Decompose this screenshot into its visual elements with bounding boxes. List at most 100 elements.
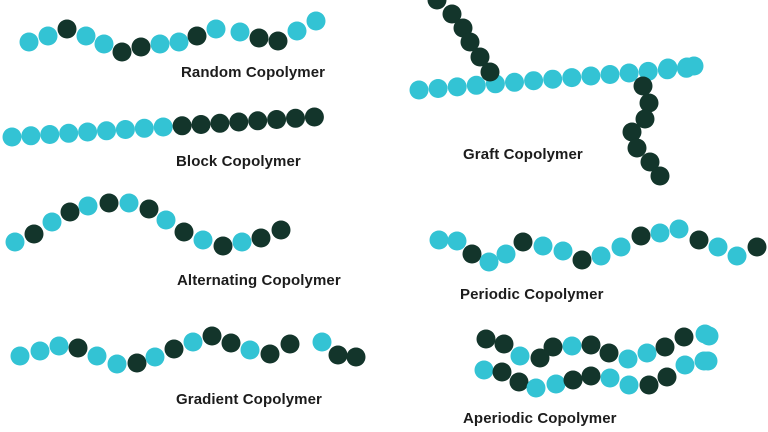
periodic-bead-a-1 (447, 231, 467, 251)
periodic-bead-a-0 (429, 230, 449, 250)
block-bead-a-5 (97, 121, 116, 141)
gradient-bead-b-8 (164, 339, 184, 359)
periodic-copolymer-label: Periodic Copolymer (460, 286, 604, 303)
block-bead-b-16 (304, 107, 324, 127)
random-bead-a-7 (150, 34, 170, 54)
periodic-bead-b-17 (747, 237, 767, 257)
alternating-bead-b-7 (139, 199, 159, 219)
aperiodic-bottom-bead-b-6 (581, 366, 601, 386)
aperiodic-top-bead-b-4 (543, 337, 563, 357)
graft-branch-top-bead-b-3 (460, 32, 480, 52)
random-copolymer-label: Random Copolymer (181, 64, 326, 81)
block-bead-a-0 (2, 127, 22, 147)
block-copolymer-label: Block Copolymer (176, 153, 301, 170)
random-bead-a-14 (287, 21, 307, 41)
graft-branch-bottom-bead-b-4 (627, 138, 647, 158)
gradient-bead-b-16 (328, 345, 348, 365)
block-bead-a-7 (134, 118, 154, 138)
aperiodic-bottom-bead-b-1 (492, 362, 512, 382)
graft-backbone-bead-a-11 (619, 63, 639, 83)
graft-backbone-bead-a-10 (600, 65, 620, 84)
block-bead-a-3 (59, 123, 79, 143)
periodic-bead-b-8 (572, 250, 592, 270)
random-bead-a-10 (206, 19, 226, 39)
block-bead-b-14 (267, 110, 287, 129)
random-bead-b-9 (187, 26, 207, 46)
aperiodic-bottom-bead-b-2 (509, 372, 529, 392)
aperiodic-bottom-bead-a-8 (619, 375, 639, 395)
graft-branch-top-bead-b-1 (442, 4, 462, 24)
gradient-bead-b-6 (127, 353, 147, 373)
aperiodic-top-bead-b-0 (476, 329, 496, 349)
block-bead-a-1 (21, 126, 41, 146)
alternating-bead-b-5 (99, 193, 119, 213)
periodic-bead-a-9 (591, 246, 611, 266)
aperiodic-top-bead-a-9 (637, 343, 657, 363)
graft-backbone-bead-a-5 (505, 72, 524, 92)
block-bead-a-2 (40, 125, 60, 144)
graft-branch-bottom-bead-b-1 (639, 93, 659, 113)
gradient-bead-a-1 (30, 341, 50, 361)
random-bead-a-1 (38, 26, 58, 46)
random-bead-b-12 (249, 28, 269, 48)
block-bead-b-11 (210, 113, 230, 133)
aperiodic-top-bead-a-2 (510, 346, 530, 366)
alternating-bead-b-3 (60, 202, 80, 222)
alternating-bead-a-2 (42, 212, 62, 232)
aperiodic-bottom-bead-a-13 (698, 351, 718, 371)
alternating-bead-b-14 (271, 220, 291, 240)
periodic-bead-a-16 (727, 246, 747, 266)
aperiodic-top-bead-b-1 (494, 334, 514, 354)
graft-branch-top-bead-b-4 (470, 47, 490, 67)
random-bead-a-0 (19, 32, 39, 52)
graft-branch-bottom-bead-b-0 (633, 76, 653, 96)
aperiodic-top-bead-b-3 (530, 348, 550, 368)
random-bead-b-13 (268, 31, 288, 51)
random-bead-b-2 (57, 19, 77, 39)
periodic-bead-b-5 (513, 232, 533, 252)
aperiodic-copolymer-label: Aperiodic Copolymer (463, 410, 617, 427)
gradient-bead-b-3 (68, 338, 88, 358)
aperiodic-top-bead-a-13 (699, 326, 719, 346)
graft-backbone-bead-a-2 (447, 77, 467, 97)
gradient-bead-a-4 (87, 346, 107, 366)
periodic-bead-a-10 (611, 237, 631, 257)
graft-branch-bottom-bead-b-2 (635, 109, 655, 129)
graft-branch-top-bead-b-5 (480, 62, 500, 82)
alternating-copolymer-label: Alternating Copolymer (177, 272, 341, 289)
alternating-bead-b-1 (24, 224, 44, 244)
random-bead-b-6 (131, 37, 151, 57)
block-bead-b-13 (248, 111, 268, 131)
alternating-bead-a-4 (78, 196, 98, 216)
aperiodic-bottom-bead-a-11 (675, 355, 695, 375)
alternating-bead-b-13 (251, 228, 271, 248)
gradient-bead-a-15 (312, 332, 332, 352)
random-bead-b-5 (112, 42, 132, 62)
aperiodic-top-bead-b-10 (655, 337, 675, 357)
periodic-bead-a-13 (669, 219, 689, 239)
gradient-bead-a-2 (49, 336, 69, 356)
gradient-bead-b-11 (221, 333, 241, 353)
periodic-bead-a-7 (553, 241, 573, 261)
aperiodic-bottom-bead-b-9 (639, 375, 659, 395)
aperiodic-bottom-bead-a-4 (546, 374, 566, 394)
random-bead-a-8 (169, 32, 189, 52)
periodic-bead-b-11 (631, 226, 651, 246)
periodic-bead-a-3 (479, 252, 499, 272)
periodic-bead-a-6 (533, 236, 553, 256)
graft-copolymer-label: Graft Copolymer (463, 146, 583, 163)
graft-backbone-bead-a-x1 (658, 58, 678, 78)
block-bead-a-4 (78, 122, 98, 142)
gradient-bead-b-14 (280, 334, 300, 354)
random-bead-a-4 (94, 34, 114, 54)
graft-backbone-bead-a-7 (543, 69, 563, 89)
block-bead-a-6 (115, 120, 135, 139)
alternating-bead-b-9 (174, 222, 194, 242)
gradient-bead-b-17 (346, 347, 366, 367)
gradient-bead-a-0 (10, 346, 30, 366)
graft-backbone-bead-a-6 (524, 71, 544, 91)
aperiodic-bottom-bead-a-0 (474, 360, 494, 380)
random-bead-a-11 (230, 22, 250, 42)
alternating-bead-a-8 (156, 210, 176, 230)
